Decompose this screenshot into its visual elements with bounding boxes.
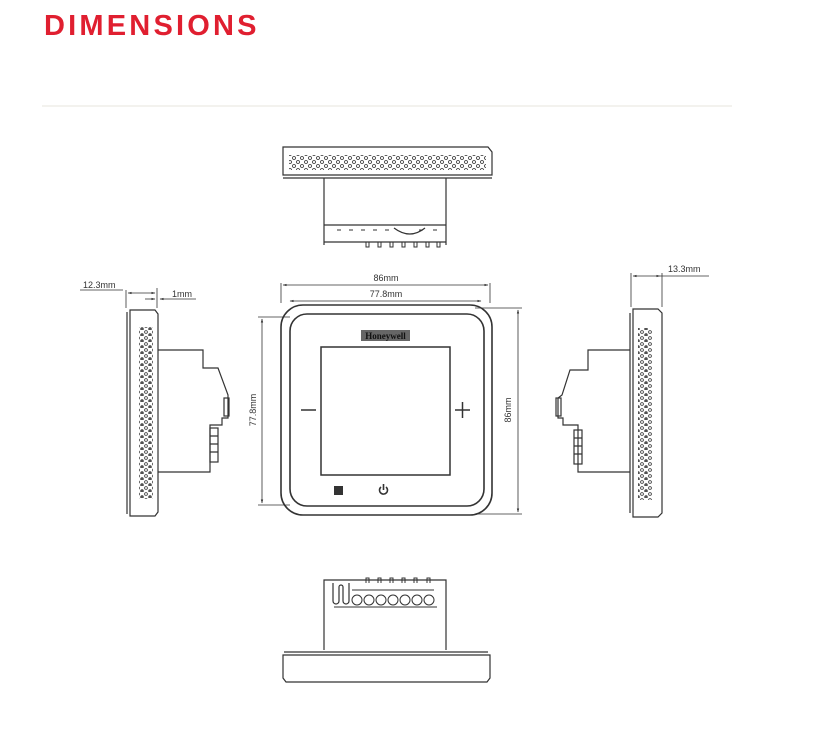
right-depth-label: 13.3mm [668, 264, 701, 274]
brand-logo: Honeywell [365, 331, 406, 341]
plus-icon [455, 402, 470, 418]
brand-logo-badge [361, 330, 410, 341]
menu-grid-icon [334, 486, 343, 495]
front-dimensions [258, 283, 522, 515]
power-icon [378, 484, 389, 495]
left-depth-dimension [80, 288, 196, 308]
bottom-view [282, 577, 491, 683]
top-view [282, 146, 493, 248]
right-side-view [555, 308, 663, 518]
left-gap-label: 1mm [172, 289, 192, 299]
front-view [280, 304, 493, 516]
right-depth-dimension [630, 273, 709, 307]
left-side-view [126, 309, 230, 517]
inner-height-label: 77.8mm [248, 394, 258, 427]
section-divider [42, 105, 732, 107]
page-title: DIMENSIONS [44, 10, 260, 42]
inner-width-label: 77.8mm [370, 289, 403, 299]
outer-width-label: 86mm [373, 273, 398, 283]
left-depth-label: 12.3mm [83, 280, 116, 290]
outer-height-label: 86mm [503, 397, 513, 422]
